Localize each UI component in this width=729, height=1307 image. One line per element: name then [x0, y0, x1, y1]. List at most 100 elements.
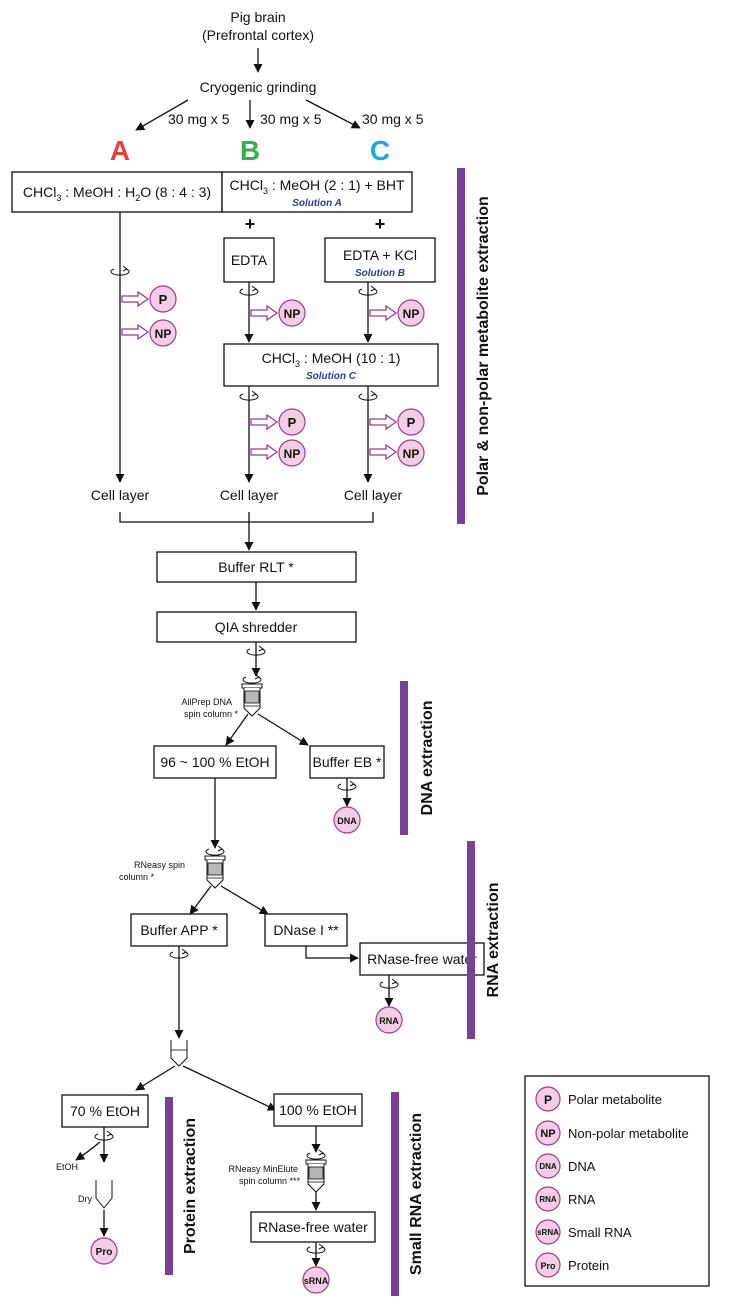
plus-sign-b: + [245, 214, 256, 234]
plus-sign-c: + [375, 214, 386, 234]
rnase-water-box-2 [250, 1211, 376, 1243]
qia-shredder-label: QIA shredder [215, 619, 298, 635]
rneasy-label-1: RNeasy spin [134, 860, 185, 870]
centrifuge-icon-allprep [242, 673, 262, 684]
polar-icon-a: P [149, 285, 177, 313]
etoh-waste-arrow [75, 1141, 101, 1161]
svg-text:sRNA: sRNA [304, 1276, 329, 1286]
svg-text:Pro: Pro [540, 1261, 556, 1271]
output-arrow-b-nonpolar-1 [250, 305, 278, 321]
output-arrow-b-nonpolar-2 [250, 444, 278, 460]
arrow-allprep-to-etoh [225, 713, 249, 746]
dna-section-label: DNA extraction [419, 701, 436, 816]
arrow-allprep-to-eb [257, 713, 309, 746]
legend-small-rna: sRNA Small RNA [535, 1219, 632, 1245]
etoh-100-label: 100 % EtOH [279, 1102, 357, 1118]
dry-label: Dry [78, 1194, 92, 1204]
buffer-app-label: Buffer APP * [140, 922, 218, 938]
svg-text:P: P [288, 415, 297, 430]
dry-tube-icon [95, 1180, 113, 1209]
svg-text:Polar metabolite: Polar metabolite [568, 1092, 662, 1107]
allprep-label-2: spin column * [184, 709, 239, 719]
minelute-label-2: spin column *** [239, 1176, 301, 1186]
minelute-label-1: RNeasy MinElute [228, 1164, 298, 1174]
solvent-label-bc: CHCl3 : MeOH (2 : 1) + BHT [230, 177, 405, 196]
metabolite-section-bar [457, 168, 465, 524]
etoh-waste-label: EtOH [56, 1162, 78, 1172]
solvent-box-bc [221, 171, 413, 213]
aliquot-label-a: 30 mg x 5 [168, 111, 230, 127]
svg-text:NP: NP [403, 307, 420, 321]
nonpolar-icon-c-2: NP [397, 439, 425, 467]
etoh-70-label: 70 % EtOH [70, 1103, 140, 1119]
etoh-100-box [273, 1093, 363, 1127]
solvent-label-a: CHCl3 : MeOH : H2O (8 : 4 : 3) [23, 184, 211, 203]
etoh-96-box [153, 745, 277, 779]
svg-text:P: P [544, 1093, 552, 1107]
svg-text:DNA: DNA [568, 1159, 596, 1174]
dnase-label: DNase I ** [273, 922, 339, 938]
arrow-tube-to-etoh100 [182, 1065, 277, 1111]
svg-text:sRNA: sRNA [537, 1228, 559, 1237]
output-arrow-c-nonpolar-1 [369, 305, 397, 321]
method-letter-c: C [370, 135, 390, 166]
svg-text:RNA: RNA [568, 1192, 596, 1207]
solution-b-label: Solution B [355, 268, 405, 279]
dnase-box [264, 913, 348, 947]
nonpolar-icon-c-1: NP [397, 299, 425, 327]
cell-layer-a: Cell layer [91, 487, 150, 503]
cell-layer-c: Cell layer [344, 487, 403, 503]
svg-text:NP: NP [403, 447, 420, 461]
grinding-label: Cryogenic grinding [200, 79, 317, 95]
legend-protein: Pro Protein [535, 1252, 609, 1278]
small-rna-section-label: Small RNA extraction [408, 1113, 425, 1275]
output-arrow-a-nonpolar [121, 324, 149, 340]
qia-shredder-box [156, 611, 357, 643]
output-arrow-a-polar [121, 291, 149, 307]
svg-text:NP: NP [155, 327, 172, 341]
etoh-96-label: 96 ~ 100 % EtOH [160, 754, 269, 770]
protein-section-bar [165, 1097, 173, 1275]
etoh-70-box [61, 1094, 149, 1128]
svg-text:DNA: DNA [539, 1162, 557, 1171]
edta-kcl-label: EDTA + KCl [343, 247, 417, 263]
polar-icon-b: P [278, 408, 306, 436]
rneasy-column-icon [204, 855, 226, 889]
rneasy-label-2: column * [119, 872, 155, 882]
aliquot-label-c: 30 mg x 5 [362, 111, 424, 127]
solvent-box-a [11, 171, 223, 213]
svg-text:NP: NP [540, 1128, 555, 1140]
polar-icon-c: P [397, 408, 425, 436]
svg-text:Non-polar metabolite: Non-polar metabolite [568, 1126, 689, 1141]
collection-tube-icon [170, 1040, 188, 1067]
edta-kcl-box [324, 237, 436, 283]
source-title: Pig brain [230, 9, 285, 25]
merge-bracket [119, 512, 374, 523]
solvent-box-10-1 [223, 343, 439, 387]
svg-text:RNA: RNA [539, 1195, 557, 1204]
solution-c-label: Solution C [306, 371, 357, 382]
allprep-column-icon [241, 683, 263, 717]
svg-text:RNA: RNA [379, 1016, 399, 1026]
svg-text:DNA: DNA [337, 816, 357, 826]
allprep-label-1: AllPrep DNA [181, 697, 232, 707]
arrow-dnase-to-water [305, 946, 359, 963]
cell-layer-b: Cell layer [220, 487, 279, 503]
protein-icon: Pro [90, 1237, 118, 1265]
legend-box [524, 1075, 710, 1287]
svg-text:Protein: Protein [568, 1258, 609, 1273]
edta-label: EDTA [231, 252, 268, 268]
svg-text:P: P [407, 415, 416, 430]
svg-text:NP: NP [284, 307, 301, 321]
nonpolar-icon-b-1: NP [278, 299, 306, 327]
legend-nonpolar: NP Non-polar metabolite [535, 1120, 689, 1146]
aliquot-label-b: 30 mg x 5 [260, 111, 322, 127]
split-arrow-a [135, 99, 189, 131]
buffer-rlt-label: Buffer RLT * [218, 559, 294, 575]
source-subtitle: (Prefrontal cortex) [202, 27, 314, 43]
legend-dna: DNA DNA [535, 1153, 596, 1179]
method-letter-a: A [110, 135, 130, 166]
protein-section-label: Protein extraction [182, 1118, 199, 1254]
solution-a-label: Solution A [292, 198, 342, 209]
rnase-water-label: RNase-free water [367, 951, 477, 967]
